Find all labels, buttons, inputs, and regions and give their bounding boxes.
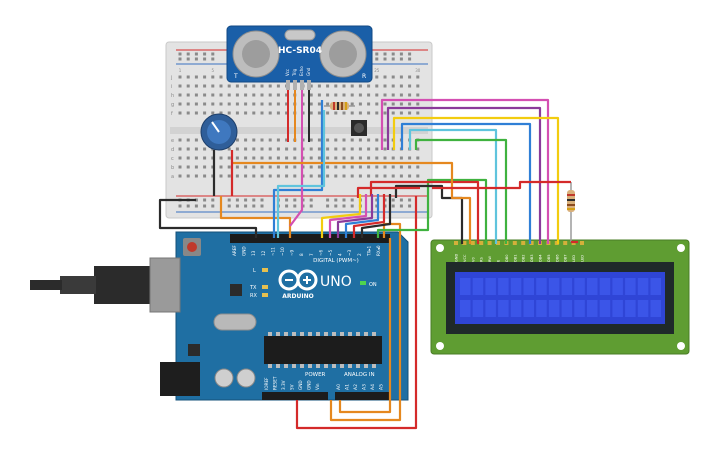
digital-pin-label: 2 (357, 253, 362, 256)
row-letter: i (171, 84, 172, 90)
lcd-pin-label: DB0 (505, 254, 509, 262)
lcd-display: GND VCC V0 RS RW E DB0 DB1 DB2 DB3 DB4 DB5 DB6 DB7 LED… (430, 239, 690, 355)
ultrasonic-sensor: HC-SR04 T R Vcc Trig Echo Gnd (226, 25, 373, 90)
sensor-pin-vcc: Vcc (285, 69, 290, 76)
power-pin-label: GND (307, 380, 312, 390)
column-number: 5 (212, 68, 215, 73)
digital-pin-label: ~10 (280, 247, 285, 256)
sensor-pin-labels: Vcc Trig Echo Gnd (285, 66, 311, 77)
digital-pin-label: ~5 (328, 249, 333, 256)
sensor-right-mark: R (362, 73, 366, 80)
sensor-pin-gnd: Gnd (306, 67, 311, 76)
digital-pin-label: RX◂0 (376, 245, 381, 256)
lcd-pin-label: DB5 (547, 254, 551, 262)
column-number: 1 (179, 68, 182, 73)
wires (158, 98, 578, 430)
lcd-pin-label: DB1 (513, 254, 517, 262)
resistor-breadboard (324, 102, 355, 110)
arduino-logo-icon (278, 269, 318, 291)
lcd-pin-label: GND (455, 254, 459, 262)
led-tx-label: TX (249, 285, 257, 291)
row-letter: g (171, 102, 174, 108)
digital-pin-label: 12 (261, 250, 266, 256)
lcd-pin-label: E (497, 259, 501, 262)
lcd-pin-label: DB2 (522, 254, 526, 262)
arduino-model-label: UNO (320, 274, 352, 290)
led-l-label: L (253, 268, 256, 274)
analog-pin-label: A5 (379, 384, 385, 390)
lcd-pin-label: LED (581, 255, 585, 262)
power-pin-label: IOREF (264, 377, 269, 390)
lcd-character-cells (460, 278, 661, 317)
lcd-pin-label: VCC (463, 254, 467, 262)
column-number: 25 (374, 68, 380, 73)
row-letter: h (171, 93, 174, 99)
sensor-pin-echo: Echo (299, 66, 304, 76)
power-pin-label: 5V (290, 384, 295, 390)
power-pin-label: 3.3V (281, 380, 286, 390)
board-leds: L TX RX (249, 268, 268, 299)
analog-pin-label: A3 (362, 384, 368, 390)
arduino-analog-label: ANALOG IN (344, 372, 375, 378)
row-letter: e (171, 138, 174, 144)
resistor-lcd (567, 182, 575, 242)
lcd-pin-label: DB6 (555, 254, 559, 262)
led-rx-label: RX (250, 293, 257, 299)
lcd-pin-label: LED (572, 255, 576, 262)
sensor-model-label: HC-SR04 (278, 46, 322, 56)
digital-pin-label: GND (242, 246, 247, 256)
digital-pin-labels: AREF GND 13 12 ~11 ~10 ~9 8 7 ~6 ~5 4 ~3 2 TX▸1 RX◂0 (232, 245, 381, 257)
digital-pin-label: 4 (338, 253, 343, 256)
potentiometer (200, 113, 238, 151)
lcd-pin-label: RW (488, 256, 492, 262)
sensor-pin-trig: Trig (292, 68, 297, 77)
arduino-power-label: POWER (305, 372, 326, 378)
lcd-pin-label: RS (480, 257, 484, 262)
analog-pin-label: A2 (353, 384, 359, 390)
digital-pin-label: TX▸1 (366, 245, 371, 257)
arduino-digital-label: DIGITAL (PWM~) (313, 258, 359, 264)
power-pin-label: GND (298, 380, 303, 390)
row-letter: b (171, 165, 174, 171)
digital-pin-label: ~9 (290, 249, 295, 256)
row-letter: d (171, 147, 174, 153)
column-number: 30 (415, 68, 421, 73)
row-letter: c (171, 156, 174, 162)
analog-pin-label: A0 (336, 384, 342, 390)
digital-pin-label: 8 (299, 253, 304, 256)
row-letter: f (171, 111, 173, 117)
analog-pin-label: A1 (345, 384, 351, 390)
arduino-brand-label: ARDUINO (282, 293, 313, 300)
digital-pin-label: ~3 (347, 249, 352, 256)
row-letter: a (171, 174, 174, 180)
lcd-pin-label: DB3 (530, 254, 534, 262)
analog-pin-label: A4 (370, 384, 376, 390)
arduino-on-label: ON (369, 282, 377, 288)
lcd-pin-label: V0 (471, 257, 475, 262)
sensor-leads (287, 90, 310, 142)
power-pin-label: RESET (273, 376, 278, 390)
arduino-uno: ARDUINO UNO ON DIGITAL (PWM~) POWER ANAL… (30, 231, 409, 401)
digital-pin-label: ~6 (318, 249, 323, 256)
digital-pin-label: 7 (309, 253, 314, 256)
pushbutton (351, 120, 367, 136)
digital-pin-label: ~11 (270, 247, 275, 256)
chip-pins (268, 332, 376, 368)
row-letter: j (170, 75, 172, 81)
sensor-left-mark: T (233, 73, 238, 80)
lcd-pin-label: DB4 (539, 254, 543, 262)
digital-pin-label: 13 (251, 250, 256, 256)
digital-pin-label: AREF (232, 245, 237, 256)
power-pin-label: Vin (315, 383, 320, 390)
lcd-pin-label: DB7 (564, 254, 568, 262)
